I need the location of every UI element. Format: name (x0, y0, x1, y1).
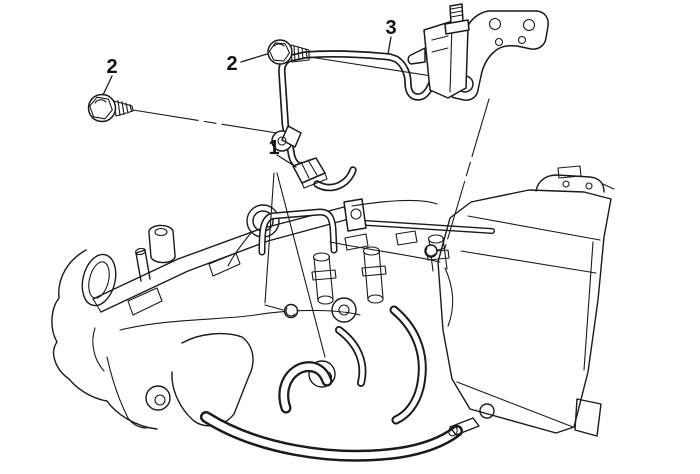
heat-shield (171, 332, 254, 427)
transmission-mount (535, 174, 605, 193)
mount-details (557, 165, 615, 190)
callout-labels: 1 2 2 3 (106, 17, 396, 159)
bracket-hole-1 (488, 17, 502, 31)
fitting-nut-flange (301, 172, 328, 189)
pipe-port-hole (350, 208, 362, 220)
wedge-left-line (264, 172, 284, 311)
transmission-detail-lines (456, 215, 601, 428)
lift-slot-outer (81, 253, 117, 307)
clamp-band (281, 125, 302, 148)
callout-label-3: 3 (385, 17, 396, 39)
lift-ring-tail (227, 232, 252, 267)
engine-right-contour (444, 267, 454, 327)
cap-cylinder (148, 224, 176, 264)
cover-window-2 (208, 252, 241, 277)
fuel-pipe-run (278, 50, 448, 171)
retaining-bolt-left (87, 93, 134, 123)
bracket-hole-4 (517, 35, 527, 45)
boss-circle-right (331, 297, 357, 323)
fuel-pipe-fitting-nut (292, 157, 328, 189)
pin-cone (449, 417, 480, 436)
bolt-left-hex (89, 96, 113, 120)
boss-circle-left (145, 385, 171, 411)
transmission-foot (574, 398, 602, 437)
bracket-hole-3 (494, 37, 504, 47)
cap-cylinder-top (154, 227, 168, 237)
engine-top-edge (329, 241, 441, 263)
bolt-left-threads (113, 99, 134, 117)
valve-cover-ridge-top (92, 206, 345, 300)
callout-label-2-upper: 2 (226, 53, 237, 75)
retaining-bolt-upper (267, 39, 310, 65)
rail-connectors (344, 230, 418, 251)
plug-circle (479, 403, 495, 419)
pipe-clamp (271, 125, 302, 152)
bracket-dash-leader (444, 98, 490, 249)
valve-unit-side-stub (407, 47, 426, 65)
boss-circle-center (308, 360, 336, 388)
engine-left-outline (51, 249, 158, 430)
engine-left-face-line (92, 327, 105, 372)
wedge-right-line (276, 172, 326, 358)
injector-2 (361, 246, 387, 304)
callout-leaders (102, 36, 392, 168)
engine-top-silhouette (351, 199, 438, 207)
leader-1 (276, 154, 297, 168)
bracket-hole-2 (522, 18, 536, 32)
bracket-assembly (407, 3, 549, 101)
leader-2-upper (240, 53, 268, 63)
dipstick-rod (135, 249, 151, 282)
lift-slot-inner (88, 261, 110, 299)
transmission-outline (437, 189, 612, 434)
bolt-left-axis-line (132, 109, 284, 135)
injector-1 (311, 252, 337, 305)
callout-label-1: 1 (268, 137, 279, 159)
wedge-pointer-lines (264, 172, 326, 358)
cover-window-1 (127, 287, 163, 316)
leader-2-left (102, 75, 113, 96)
bracket-target-hole (424, 244, 438, 258)
stud-hex-collar (444, 19, 470, 35)
pipe-port-flange (343, 198, 367, 232)
callout-label-2-left: 2 (106, 56, 117, 78)
engine-assembly (51, 165, 615, 462)
leader-3 (387, 36, 392, 55)
lower-left-arm (106, 356, 148, 429)
rail-u-tube (258, 208, 338, 256)
dipstick-cap (135, 247, 146, 256)
bolt-upper-threads (290, 44, 310, 63)
bracket-location-leader (424, 98, 490, 258)
bolt-upper-hex (268, 42, 291, 62)
manifold-silhouette (119, 309, 361, 331)
